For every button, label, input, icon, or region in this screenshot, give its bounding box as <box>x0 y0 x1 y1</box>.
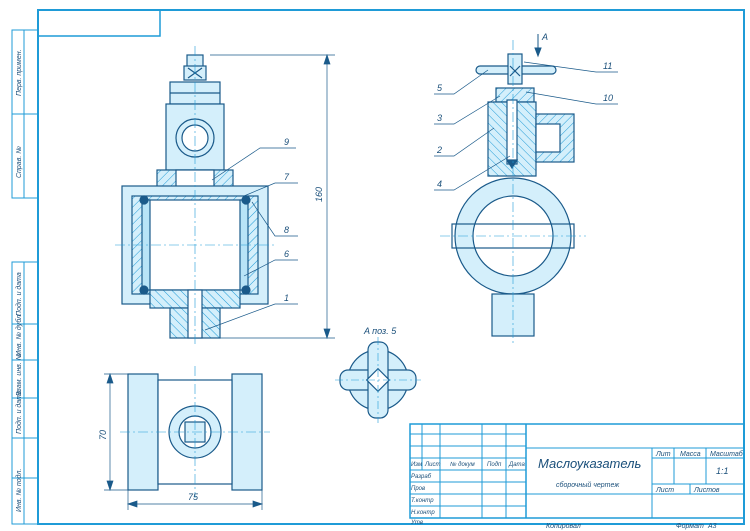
front-callout-lines <box>204 147 298 331</box>
footer-format: Формат <box>676 523 704 530</box>
dimension-bottom <box>104 372 264 510</box>
margin-cell-7: Инв. № подл. <box>15 469 23 512</box>
product-name: Маслоуказатель <box>538 456 642 471</box>
tb-row-nkontr: Н.контр <box>411 510 435 516</box>
tb-lit-label: Лит <box>655 451 671 458</box>
margin-cell-2: Справ. № <box>16 146 23 178</box>
tb-sheet-label: Лист <box>655 487 674 494</box>
dimension-75-label: 75 <box>188 492 199 502</box>
tb-scale-value: 1:1 <box>716 466 729 476</box>
tb-mass-label: Масса <box>680 451 701 458</box>
footer-format-value: А3 <box>707 523 717 530</box>
callout-5: 5 <box>437 83 443 93</box>
footer-copied: Копировал <box>546 523 581 530</box>
callout-7: 7 <box>284 172 290 182</box>
view-arrow-a <box>534 34 542 58</box>
handle-view-a <box>335 337 421 423</box>
tb-row-prov: Пров <box>411 486 425 492</box>
callout-1: 1 <box>284 293 289 303</box>
view-a-label: A поз. 5 <box>363 326 397 336</box>
tb-header-date: Дата <box>508 462 525 468</box>
callout-6: 6 <box>284 249 289 259</box>
tb-row-razrab: Разраб <box>411 474 432 480</box>
top-left-stamp <box>38 10 161 37</box>
tb-header-list: Лист <box>424 462 440 468</box>
side-margin <box>11 29 39 525</box>
margin-cell-3: Подп. и дата <box>15 272 23 316</box>
callout-9: 9 <box>284 137 289 147</box>
margin-cell-1: Перв. примен. <box>16 49 23 96</box>
dimension-height-main <box>210 53 335 340</box>
callout-3: 3 <box>437 113 442 123</box>
tb-row-tkontr: Т.контр <box>411 498 434 504</box>
document-type: сборочный чертеж <box>556 481 620 489</box>
side-margin-labels: Перв. примен. Справ. № Подп. и дата Инв.… <box>15 49 23 512</box>
side-callout-lines <box>434 61 618 191</box>
tb-sheets-label: Листов <box>693 487 720 494</box>
tb-scale-label: Масштаб <box>710 450 744 458</box>
bottom-view <box>120 366 270 498</box>
tb-header-doc: № докум <box>450 461 475 468</box>
margin-cell-5: Взам. инв. № <box>16 352 23 396</box>
margin-cell-4: Инв. № дубл. <box>15 313 23 356</box>
front-section-view <box>115 46 275 345</box>
tb-header-izm: Изм <box>411 462 422 468</box>
tb-header-sign: Подп <box>487 462 502 468</box>
callout-2: 2 <box>436 145 442 155</box>
side-view <box>440 40 586 345</box>
callout-11: 11 <box>603 61 612 71</box>
margin-cell-6: Подп. и дата <box>15 390 23 434</box>
callout-8: 8 <box>284 225 289 235</box>
tb-row-utv: Утв <box>410 520 423 526</box>
title-block <box>409 423 745 519</box>
callout-4: 4 <box>437 179 442 189</box>
dimension-70-label: 70 <box>98 430 108 440</box>
dimension-160-label: 160 <box>314 187 324 202</box>
arrow-a-label: A <box>541 32 548 42</box>
callout-10: 10 <box>603 93 613 103</box>
